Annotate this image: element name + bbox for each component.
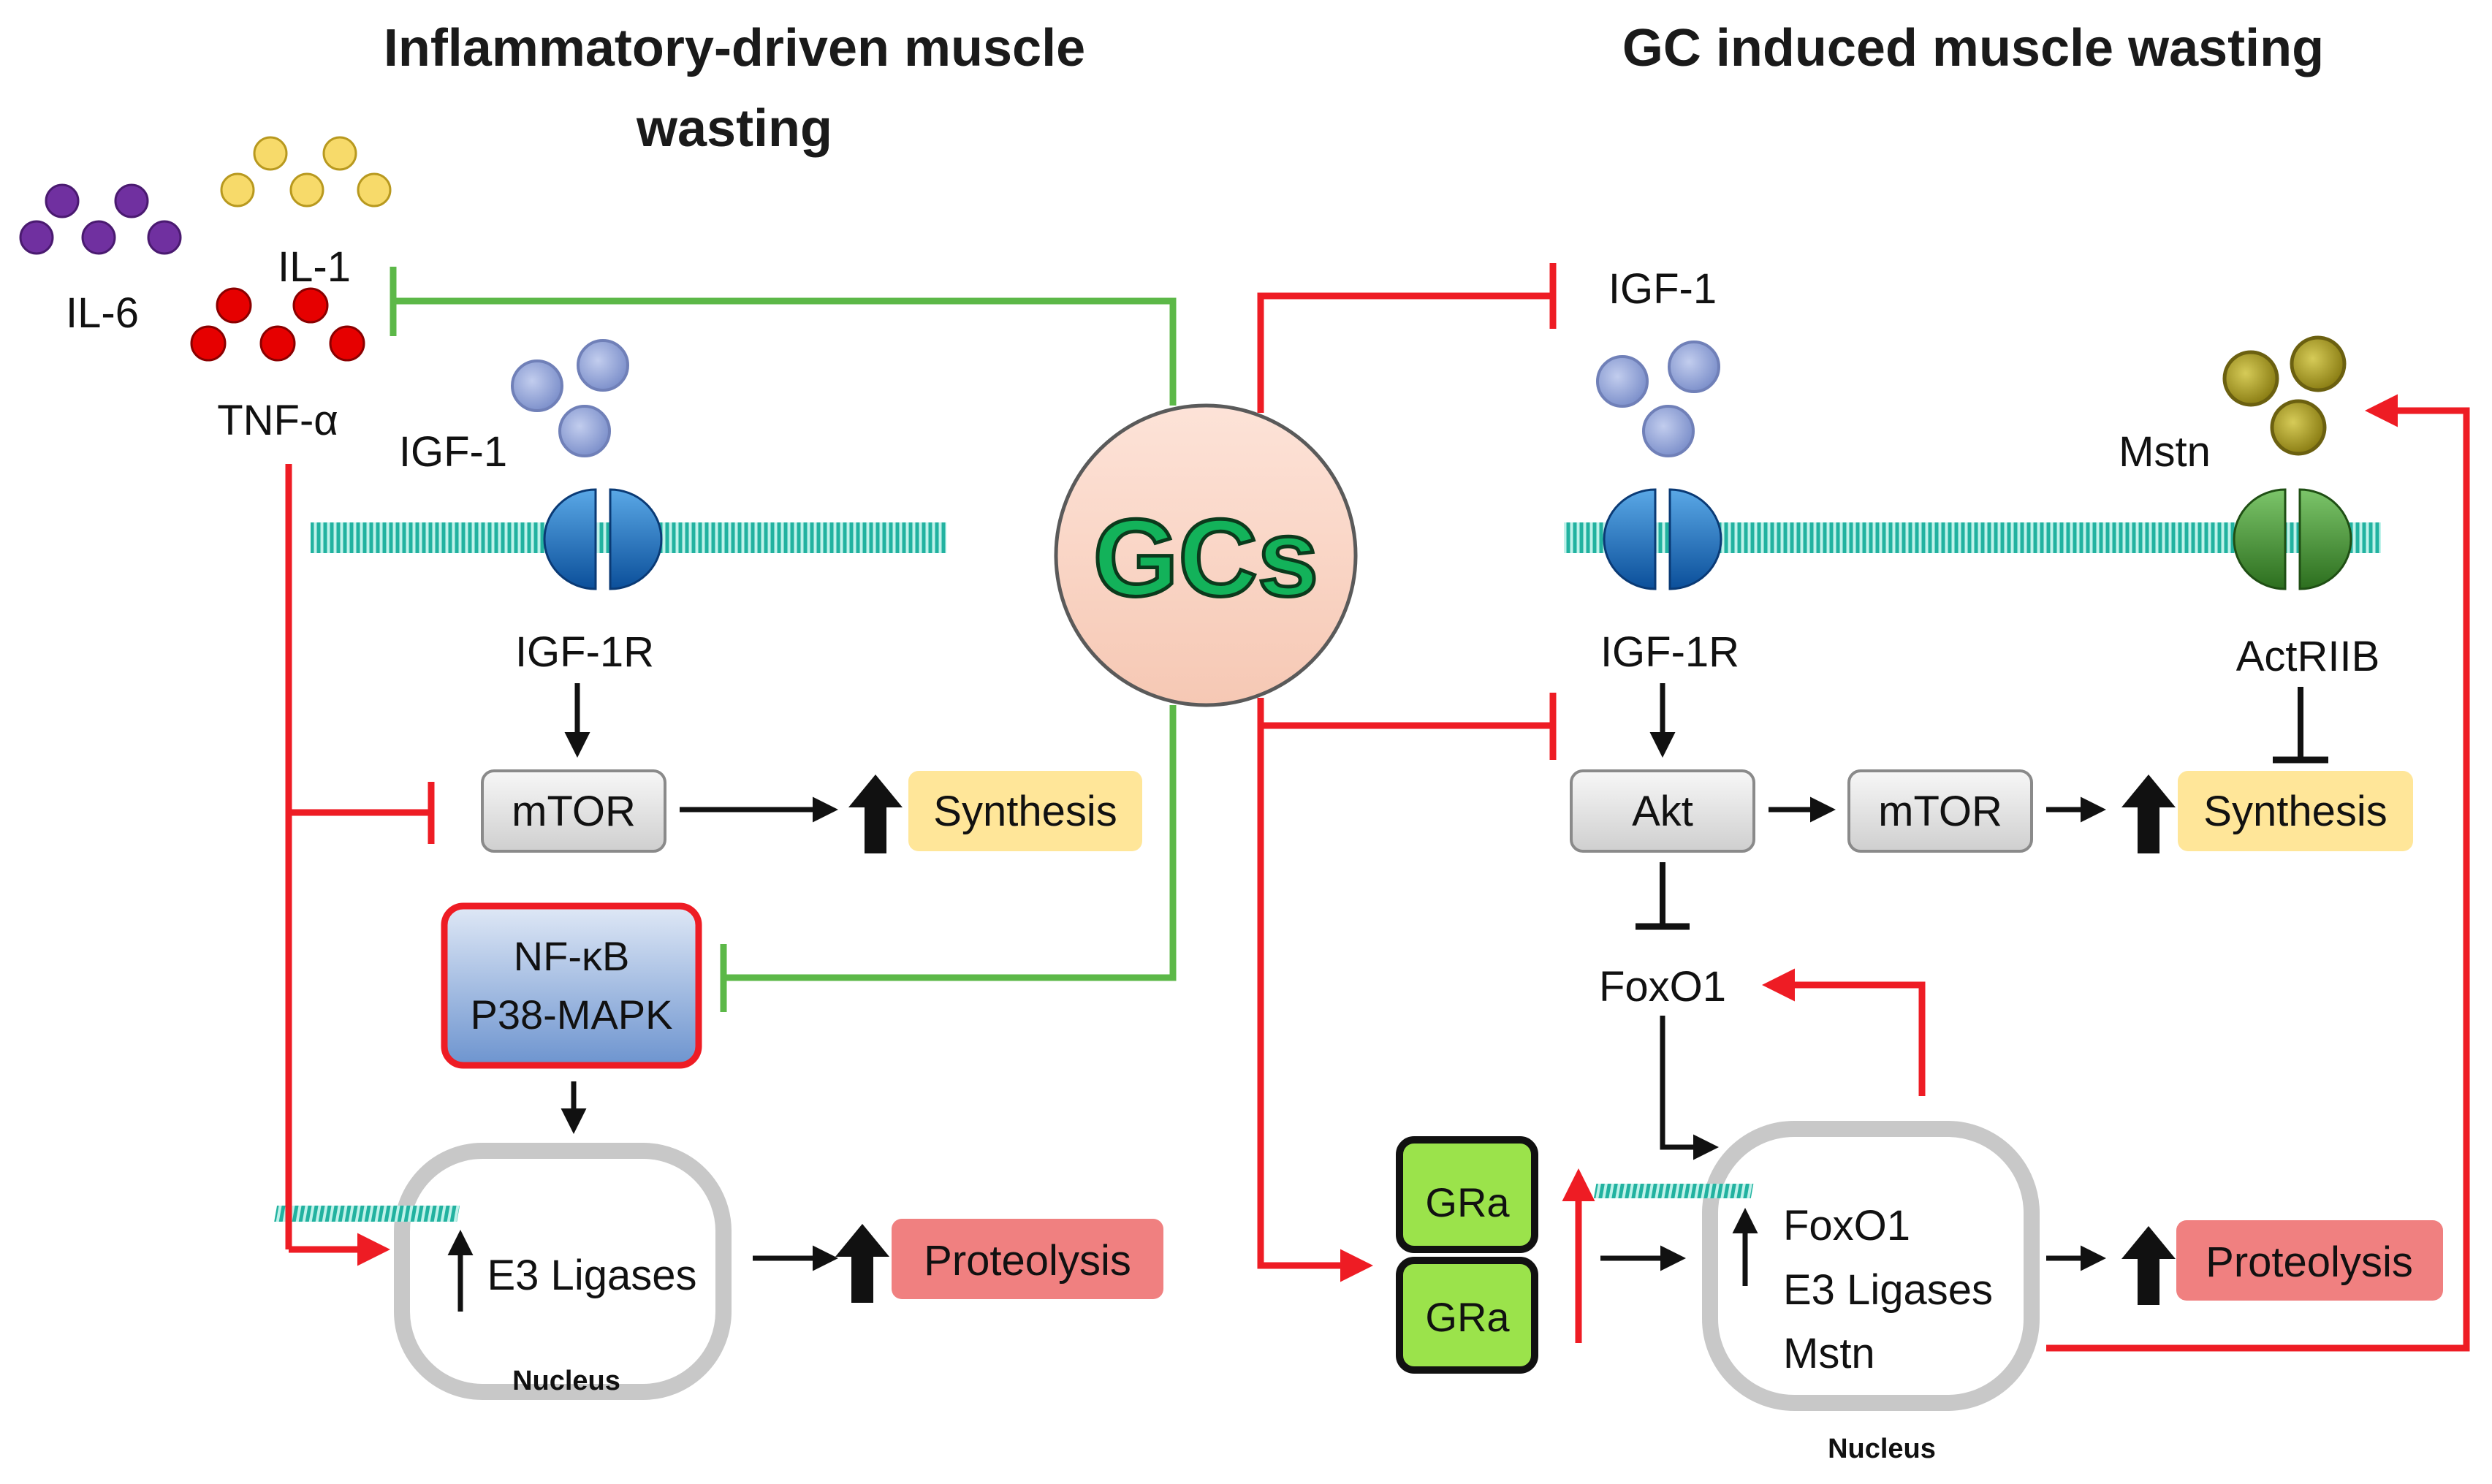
tnf-dot	[216, 287, 252, 324]
foxo1-to-nucleus-arrow	[1660, 1016, 1719, 1160]
nfkb-p38-box	[441, 902, 702, 1069]
tnf-dot	[292, 287, 329, 324]
nucleus-to-mstn-arrow	[2046, 394, 2470, 1352]
left-title-line1: Inflammatory-driven muscle	[384, 19, 1085, 77]
gc-to-cytokines-inhibit-line	[393, 297, 1177, 406]
il6-dot	[147, 220, 182, 255]
gc-to-nfkb-inhibit-line	[723, 705, 1177, 981]
mstn-dot	[2270, 399, 2327, 456]
gra-box-top	[1396, 1136, 1538, 1253]
left-proteolysis-up-arrow	[835, 1224, 889, 1303]
left-igf1-dots	[511, 339, 629, 457]
il6-dot	[114, 183, 149, 218]
left-proteolysis-box	[892, 1219, 1163, 1299]
right-igf1r-receptor	[1603, 488, 1722, 590]
il1-dot	[357, 172, 392, 208]
receptor-half-left	[543, 488, 597, 590]
il1-dots	[220, 136, 392, 208]
right-nucleus	[1702, 1121, 2040, 1411]
p38-label: P38-MAPK	[471, 992, 673, 1038]
foxo1-label: FoxO1	[1599, 963, 1726, 1011]
igf1-dot	[511, 359, 563, 412]
left-title-line2: wasting	[636, 99, 832, 158]
igf1-dot	[1668, 340, 1720, 393]
mstn-dot	[2222, 350, 2279, 407]
right-nucleus-label: Nucleus	[1828, 1434, 1936, 1464]
gcs-circle	[1054, 403, 1358, 707]
il6-dot	[45, 183, 80, 218]
right-nucleus-dna	[1593, 1184, 1754, 1198]
receptor-half-left	[1603, 488, 1657, 590]
left-nucleus-dna	[274, 1206, 460, 1222]
nucleus-foxo1-label: FoxO1	[1783, 1202, 1910, 1249]
tnf-label: TNF-α	[217, 397, 338, 444]
tnf-dots	[190, 287, 365, 362]
mstn-ligand-label: Mstn	[2119, 428, 2211, 476]
right-igf1-dots	[1596, 340, 1720, 457]
right-title: GC induced muscle wasting	[1622, 19, 2324, 77]
tnf-dot	[190, 325, 227, 362]
right-proteolysis-box	[2176, 1220, 2443, 1301]
left-igf1-label: IGF-1	[399, 428, 507, 476]
right-igf1-top-label: IGF-1	[1608, 265, 1717, 313]
igf1-dot	[558, 405, 611, 457]
igf1-dot	[1596, 355, 1649, 408]
left-igf1r-receptor	[543, 488, 663, 590]
right-igf1r-label: IGF-1R	[1600, 628, 1739, 676]
igf1-dot	[1642, 405, 1695, 457]
receptor-half-right	[609, 488, 663, 590]
gc-to-gra-arrow	[1257, 726, 1373, 1282]
right-mtor-label: mTOR	[1878, 788, 2002, 835]
gc-to-igf1-inhibit-line	[1257, 292, 1553, 413]
igf1-dot	[577, 339, 629, 392]
nfkb-label: NF-κB	[514, 933, 630, 979]
actriib-label: ActRIIB	[2236, 633, 2380, 680]
gra-label-bottom: GRa	[1425, 1294, 1510, 1340]
il1-dot	[289, 172, 324, 208]
tnf-dot	[259, 325, 296, 362]
left-e3-label: E3 Ligases	[487, 1252, 697, 1299]
right-synthesis-box	[2178, 771, 2413, 851]
left-mtor-box	[481, 769, 666, 853]
left-igf1r-label: IGF-1R	[515, 628, 654, 676]
receptor-half-right	[2298, 488, 2352, 590]
nucleus-e3-label: E3 Ligases	[1783, 1266, 1993, 1314]
mstn-ligand-dots	[2222, 335, 2347, 456]
il6-dot	[19, 220, 54, 255]
il6-dot	[81, 220, 116, 255]
left-mtor-label: mTOR	[512, 788, 636, 835]
right-mtor-box	[1847, 769, 2033, 853]
right-proteolysis-up-arrow	[2121, 1226, 2176, 1305]
mstn-dot	[2290, 335, 2347, 392]
il6-dots	[19, 183, 182, 255]
left-nucleus	[394, 1143, 732, 1400]
receptor-half-right	[1668, 488, 1722, 590]
receptor-half-left	[2233, 488, 2287, 590]
nucleus-mstn-label: Mstn	[1783, 1330, 1875, 1377]
actriib-receptor	[2233, 488, 2352, 590]
il1-dot	[322, 136, 357, 171]
akt-box	[1570, 769, 1755, 853]
il6-label: IL-6	[66, 289, 139, 337]
gc-to-akt-inhibit-line	[1257, 698, 1553, 729]
left-synthesis-label: Synthesis	[933, 788, 1117, 835]
gra-box-bottom	[1396, 1257, 1538, 1374]
tnf-dot	[329, 325, 365, 362]
right-proteolysis-label: Proteolysis	[2206, 1238, 2413, 1286]
gra-label-top: GRa	[1425, 1179, 1510, 1225]
left-synthesis-box	[908, 771, 1142, 851]
akt-label: Akt	[1632, 788, 1693, 835]
left-synthesis-up-arrow	[848, 775, 903, 853]
il1-dot	[253, 136, 288, 171]
il1-dot	[220, 172, 255, 208]
nucleus-to-foxo1-feedback-arrow	[1762, 968, 1926, 1096]
right-synthesis-up-arrow	[2121, 775, 2176, 853]
right-synthesis-label: Synthesis	[2203, 788, 2387, 835]
il1-label: IL-1	[278, 243, 351, 291]
left-nucleus-label: Nucleus	[512, 1366, 620, 1396]
left-proteolysis-label: Proteolysis	[924, 1237, 1131, 1285]
gcs-label: GCs	[1093, 496, 1318, 619]
